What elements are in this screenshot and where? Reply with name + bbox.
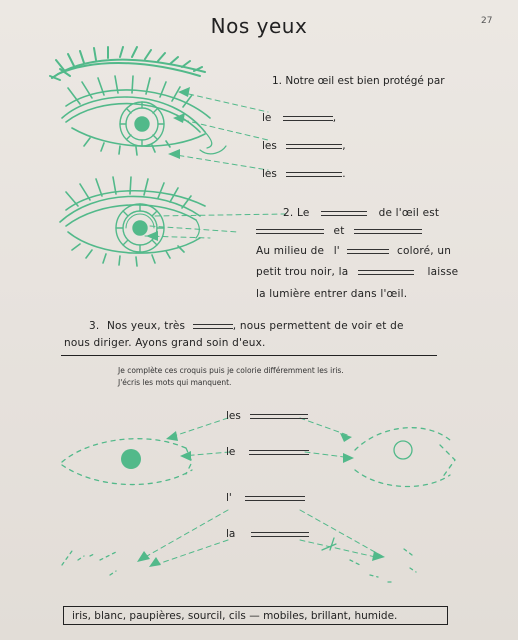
q3-blank[interactable] bbox=[192, 324, 233, 329]
q2-eye-is: de l'œil est bbox=[378, 207, 440, 219]
section-divider bbox=[61, 355, 437, 356]
q1-line-2-label: les bbox=[262, 140, 277, 152]
eye2-eyelids bbox=[59, 176, 206, 267]
q3-text-b: , nous permettent de voir et de bbox=[232, 320, 404, 332]
q1-blank-2[interactable] bbox=[286, 144, 343, 149]
sketch-label-les-text: les bbox=[226, 410, 241, 422]
q2-le: Le bbox=[296, 207, 310, 219]
page-title: Nos yeux bbox=[210, 14, 308, 38]
q3-number: 3. bbox=[89, 320, 100, 332]
q1-prompt: 1. Notre œil est bien protégé par bbox=[272, 75, 445, 87]
q2-blank-2[interactable] bbox=[256, 229, 324, 234]
sketch-right-eye bbox=[354, 427, 456, 488]
sketch-left-iris bbox=[121, 449, 141, 469]
sketch-label-la-text: la bbox=[226, 528, 236, 540]
q2-blank-5[interactable] bbox=[357, 270, 414, 275]
q1-line-1: le , bbox=[262, 112, 336, 124]
sketch-label-l: l' bbox=[226, 492, 306, 504]
q1-line-3: les . bbox=[262, 168, 346, 180]
sketch-label-le: le bbox=[226, 446, 309, 458]
q2-middle-b: l' bbox=[333, 245, 340, 257]
q2-line-5: la lumière entrer dans l'œil. bbox=[256, 288, 408, 300]
q3-line-2: nous diriger. Ayons grand soin d'eux. bbox=[64, 337, 266, 349]
eye2-iris bbox=[115, 203, 165, 253]
q1-blank-3[interactable] bbox=[286, 172, 343, 177]
eye1-eyebrow bbox=[49, 46, 206, 81]
page-number: 27 bbox=[481, 16, 493, 26]
sketch-blank-2[interactable] bbox=[248, 450, 309, 455]
q3-line-1: 3. Nos yeux, très , nous permettent de v… bbox=[89, 320, 404, 332]
q1-line-3-end: . bbox=[342, 168, 346, 180]
q2-line-3: Au milieu de l' coloré, un bbox=[256, 245, 451, 257]
sketch-label-les: les bbox=[226, 410, 309, 422]
sketch-label-le-text: le bbox=[226, 446, 236, 458]
eye1-eyelids bbox=[61, 75, 227, 156]
sketch-blank-4[interactable] bbox=[250, 532, 309, 537]
q2-lets: laisse bbox=[427, 266, 459, 278]
sketch-blank-3[interactable] bbox=[245, 496, 306, 501]
eye1-iris bbox=[119, 101, 165, 147]
q1-line-2-end: , bbox=[342, 140, 346, 152]
q2-line-2: et bbox=[256, 225, 423, 237]
sketch-profile-eyes bbox=[61, 537, 417, 583]
sketch-blank-1[interactable] bbox=[250, 414, 309, 419]
q2-hole: petit trou noir, la bbox=[256, 266, 349, 278]
sketch-label-l-text: l' bbox=[226, 492, 232, 504]
sketch-left-eye bbox=[61, 438, 193, 486]
instruction-2: J'écris les mots qui manquent. bbox=[118, 378, 232, 387]
q1-line-3-label: les bbox=[262, 168, 277, 180]
word-bank: iris, blanc, paupières, sourcil, cils — … bbox=[63, 606, 448, 625]
q2-colored: coloré, un bbox=[397, 245, 452, 257]
q1-line-1-end: , bbox=[332, 112, 337, 124]
q2-line-4: petit trou noir, la laisse bbox=[256, 266, 458, 278]
arrowheads-top bbox=[146, 87, 190, 241]
sketch-arrowheads bbox=[137, 431, 385, 567]
q2-et: et bbox=[333, 225, 345, 237]
q1-blank-1[interactable] bbox=[282, 116, 333, 121]
q1-line-1-label: le bbox=[262, 112, 272, 124]
q2-number: 2. bbox=[283, 207, 294, 219]
eye1-pointer-lines bbox=[169, 91, 269, 171]
q2-blank-1[interactable] bbox=[321, 211, 368, 216]
q2-middle-a: Au milieu de bbox=[256, 245, 325, 257]
q2-blank-4[interactable] bbox=[347, 249, 390, 254]
q2-blank-3[interactable] bbox=[354, 229, 423, 234]
instruction-1: Je complète ces croquis puis je colorie … bbox=[118, 366, 344, 375]
q1-line-2: les , bbox=[262, 140, 346, 152]
q2-line-1: 2. Le de l'œil est bbox=[283, 207, 439, 219]
sketch-label-la: la bbox=[226, 528, 309, 540]
q3-text-a: Nos yeux, très bbox=[106, 320, 186, 332]
